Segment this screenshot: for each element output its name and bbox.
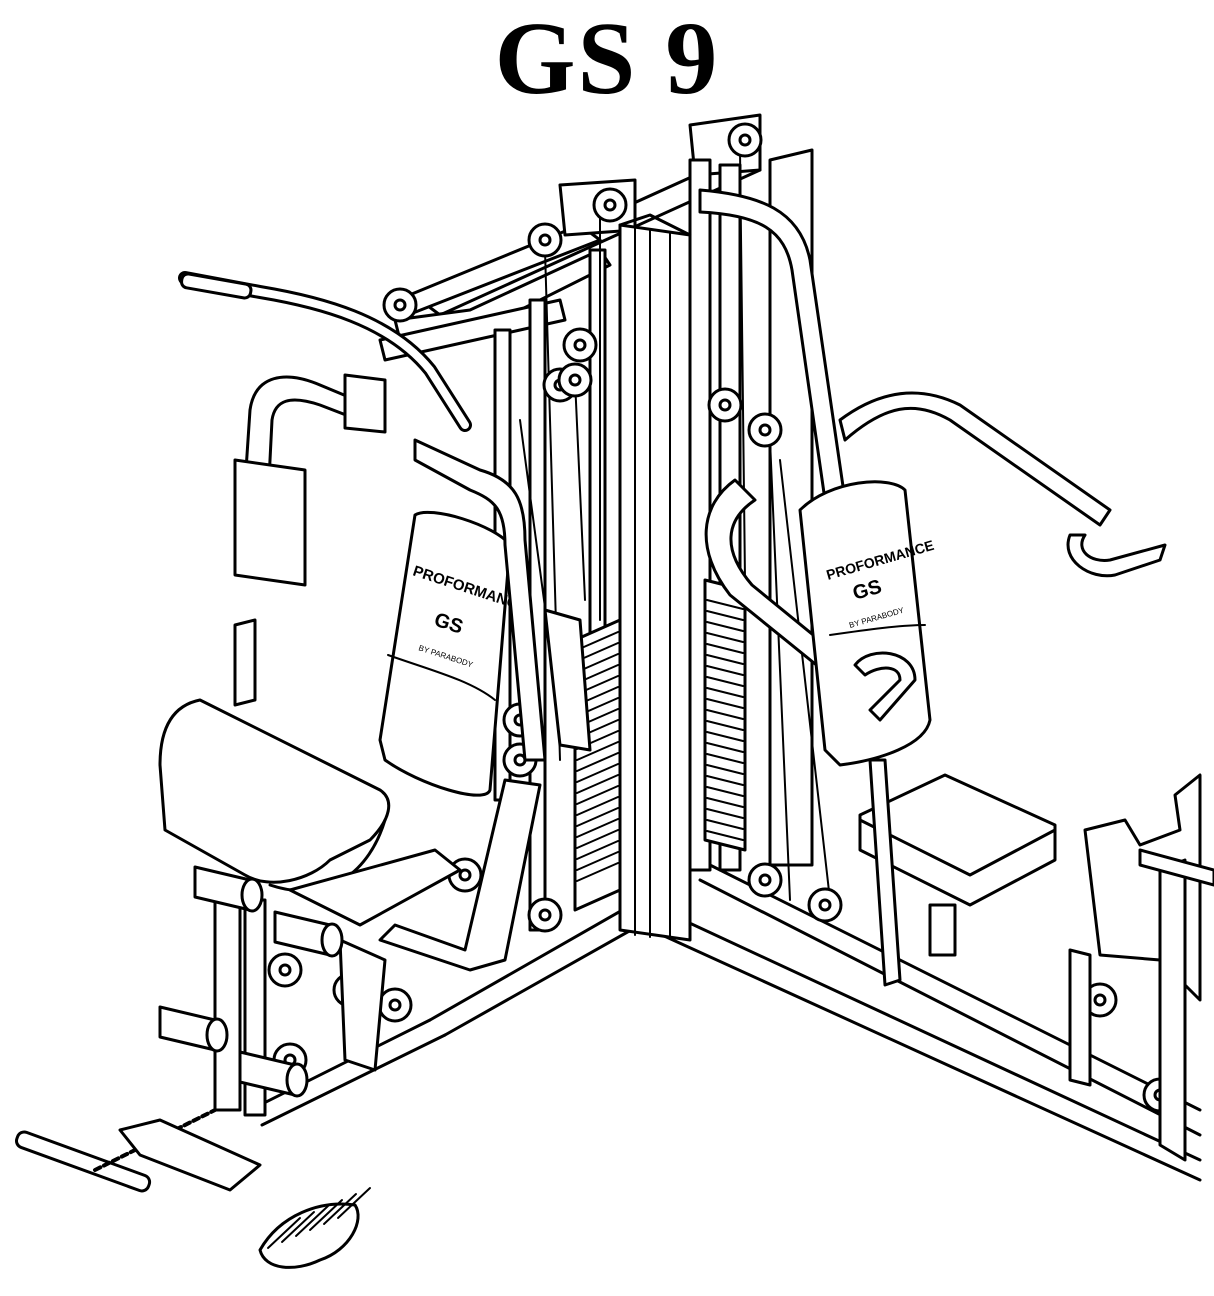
foam-roller-cap-3 xyxy=(285,1062,309,1098)
foam-roller-cap-2 xyxy=(205,1017,229,1053)
pulley-hub-15 xyxy=(388,998,402,1012)
leg-press-station xyxy=(1068,773,1214,1162)
center-post xyxy=(618,213,692,942)
ankle-strap-and-handle xyxy=(14,1108,371,1269)
foam-roller-cap-1 xyxy=(320,922,344,958)
pulley-hub-18 xyxy=(1093,993,1107,1007)
pulley-hub-6 xyxy=(568,373,582,387)
pulley-hub-12 xyxy=(538,908,552,922)
pulley-hub-13 xyxy=(758,873,772,887)
pulley-hub-0 xyxy=(538,233,552,247)
right-back-pad: PROFORMANCE GS BY PARABODY xyxy=(798,480,936,767)
pulley-hub-14 xyxy=(818,898,832,912)
left-pec-arm xyxy=(233,373,387,587)
pulley-hub-8 xyxy=(758,423,772,437)
pulley-hub-2 xyxy=(738,133,752,147)
pulley-hub-3 xyxy=(393,298,407,312)
leg-rollers xyxy=(158,865,344,1098)
left-press-arm xyxy=(378,438,592,972)
pulley-hub-4 xyxy=(573,338,587,352)
pulley-hub-20 xyxy=(278,963,292,977)
lat-pulldown-bar xyxy=(178,271,472,432)
diagram-title: GS 9 xyxy=(494,1,720,116)
home-gym-line-drawing: PROFORMANCE GS BY PARABODY PROFORMANCE xyxy=(14,113,1214,1269)
right-pec-arm xyxy=(838,391,1167,722)
pulley-hub-11 xyxy=(458,868,472,882)
right-seat xyxy=(858,758,1057,987)
pulley-hub-7 xyxy=(718,398,732,412)
weight-stack-right xyxy=(703,578,747,852)
pulley-hub-1 xyxy=(603,198,617,212)
foam-roller-cap-0 xyxy=(240,877,264,913)
